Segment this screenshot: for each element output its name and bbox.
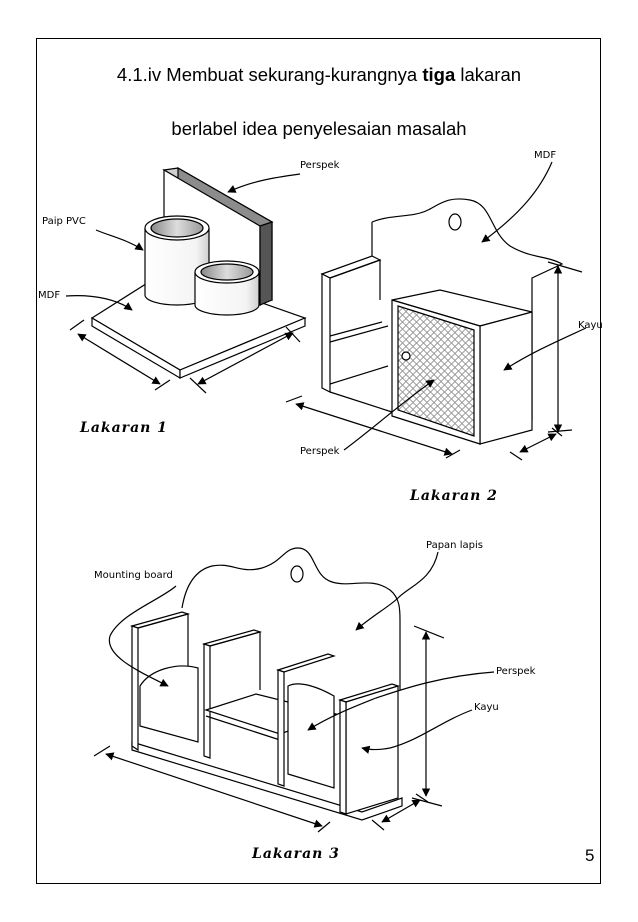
heading-suffix: lakaran <box>455 64 522 85</box>
sketch-1-drawing <box>65 166 307 394</box>
label-perspek-3: Perspek <box>496 666 536 677</box>
page-border <box>36 38 601 884</box>
sketch-3-drawing <box>93 547 495 833</box>
label-mdf-2: MDF <box>534 150 557 161</box>
label-kayu-3: Kayu <box>474 702 499 713</box>
sketch-2-drawing <box>285 161 587 461</box>
label-perspek-2: Perspek <box>300 446 340 457</box>
label-mounting-board: Mounting board <box>94 570 173 581</box>
label-perspek-1: Perspek <box>300 160 340 171</box>
label-mdf-1: MDF <box>38 290 61 301</box>
caption-lakaran-2: Lakaran 2 <box>410 488 498 504</box>
caption-lakaran-3: Lakaran 3 <box>252 846 340 862</box>
caption-lakaran-1: Lakaran 1 <box>80 420 168 436</box>
heading-line-2: berlabel idea penyelesaian masalah <box>171 118 467 139</box>
heading-prefix: 4.1.iv Membuat sekurang-kurangnya <box>116 64 423 85</box>
label-papan-lapis: Papan lapis <box>426 540 483 551</box>
label-kayu-2: Kayu <box>578 320 603 331</box>
label-paip-pvc: Paip PVC <box>42 216 86 227</box>
heading-bold-word: tiga <box>422 64 456 85</box>
page-number: 5 <box>585 846 595 865</box>
heading-line-1: 4.1.iv Membuat sekurang-kurangnya tiga l… <box>0 64 638 86</box>
